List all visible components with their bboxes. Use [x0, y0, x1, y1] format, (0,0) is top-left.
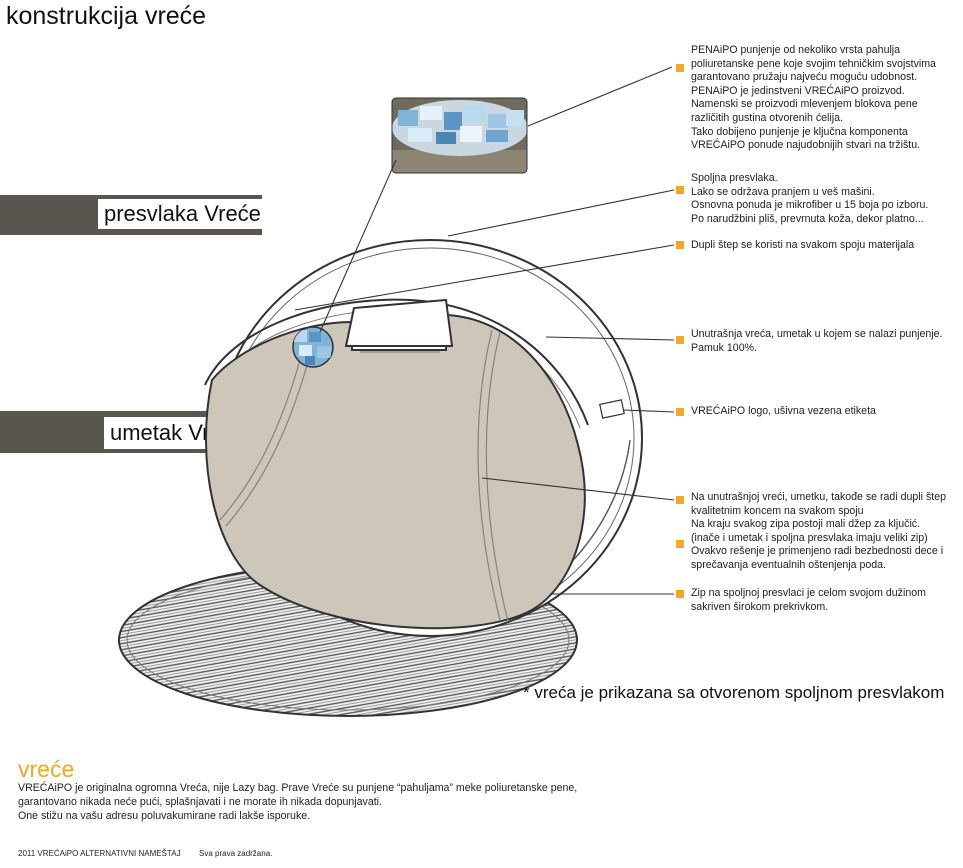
note-line: Lako se održava pranjem u veš mašini.	[691, 185, 875, 198]
note-bullet-key-pocket	[676, 540, 684, 548]
note-stitch: Dupli štep se koristi na svakom spoju ma…	[691, 239, 914, 253]
cover-label: presvlaka Vreće	[98, 199, 267, 229]
rights-text: Sva prava zadržana.	[199, 849, 273, 858]
note-bullet-logo	[676, 408, 684, 416]
leader-insert-stitch	[481, 477, 675, 501]
note-line: Na unutrašnjoj vreći, umetku, takođe se …	[691, 491, 946, 503]
note-line: Dupli štep se koristi na svakom spoju ma…	[691, 239, 915, 251]
note-bullet-insert-stitch	[676, 496, 684, 504]
note-line: sprečavanja eventualnih oštenjenja poda.	[691, 558, 886, 571]
diagram-footnote: * vreća je prikazana sa otvorenom spoljn…	[523, 683, 945, 702]
note-line: VREĆAiPO logo, ušivna vezena etiketa	[691, 405, 876, 417]
note-bullet-filling	[676, 64, 684, 72]
note-line: PENAiPO punjenje od nekoliko vrsta pahul…	[691, 44, 901, 56]
note-zip: Zip na spoljnoj presvlaci je celom svojo…	[691, 587, 926, 614]
note-line: Namenski se proizvodi mlevenjem blokova …	[691, 98, 918, 111]
footer-description: VREĆAiPO je originalna ogromna Vreća, ni…	[18, 782, 577, 823]
note-bullet-zip	[676, 590, 684, 598]
note-cover: Spoljna presvlaka. Lako se održava pranj…	[691, 172, 928, 226]
note-insert-stitch: Na unutrašnjoj vreći, umetku, takođe se …	[691, 491, 946, 573]
note-line: VREĆAiPO ponude najudobnijih stvari na t…	[691, 139, 921, 152]
leader-cover	[447, 189, 675, 237]
note-line: poliuretanske pene koje svojim tehničkim…	[691, 57, 936, 70]
leader-filling	[527, 66, 673, 127]
note-insert: Unutrašnja vreća, umetak u kojem se nala…	[691, 328, 942, 355]
filling-photo	[392, 98, 527, 173]
footer-line: VREĆAiPO je originalna ogromna Vreća, ni…	[18, 782, 578, 794]
note-line: PENAiPO je jedinstveni VREĆAiPO proizvod…	[691, 84, 905, 97]
note-bullet-cover	[676, 186, 684, 194]
leader-logo	[622, 409, 675, 413]
note-bullet-stitch	[676, 241, 684, 249]
note-line: Po narudžbini pliš, prevrnuta koža, deko…	[691, 212, 924, 225]
note-line: Spoljna presvlaka.	[691, 172, 778, 184]
note-logo: VREĆAiPO logo, ušivna vezena etiketa	[691, 405, 876, 419]
copyright-text: 2011 VREĆAiPO ALTERNATIVNI NAMEŠTAJ	[18, 849, 181, 858]
note-bullet-insert	[676, 336, 684, 344]
leader-insert	[545, 336, 675, 341]
footer-heading: vreće	[18, 756, 75, 782]
page-title: konstrukcija vreće	[6, 2, 207, 30]
leader-stitch	[294, 244, 675, 311]
note-line: različitih gustina otvorenih ćelija.	[691, 111, 843, 124]
note-filling: PENAiPO punjenje od nekoliko vrsta pahul…	[691, 44, 936, 153]
note-line: Unutrašnja vreća, umetak u kojem se nala…	[691, 328, 943, 340]
footer-line: garantovano nikada neće pući, splašnjava…	[18, 795, 382, 808]
logo-tag	[599, 399, 625, 419]
inner-insert	[205, 313, 586, 630]
note-line: Pamuk 100%.	[691, 341, 757, 354]
footer-line: One stižu na vašu adresu poluvakumirane …	[18, 809, 311, 822]
insert-zip-opening	[344, 298, 454, 347]
note-line: sakriven širokom prekrivkom.	[691, 600, 829, 613]
note-line: Na kraju svakog zipa postoji mali džep z…	[691, 518, 921, 531]
note-line: Zip na spoljnoj presvlaci je celom svojo…	[691, 587, 926, 599]
note-line: Osnovna ponuda je mikrofiber u 15 boja p…	[691, 199, 929, 212]
cover-opening-edge	[204, 298, 589, 426]
note-line: Ovakvo rešenje je primenjeno radi bezbed…	[691, 545, 944, 558]
note-line: (inače i umetak i spoljna presvlaka imaj…	[691, 531, 928, 544]
note-line: Tako dobijeno punjenje je ključna kompon…	[691, 125, 908, 138]
note-line: garantovano pružaju najveću moguću udobn…	[691, 71, 918, 84]
note-line: kvalitetnim koncem na svakom spoju	[691, 504, 864, 517]
